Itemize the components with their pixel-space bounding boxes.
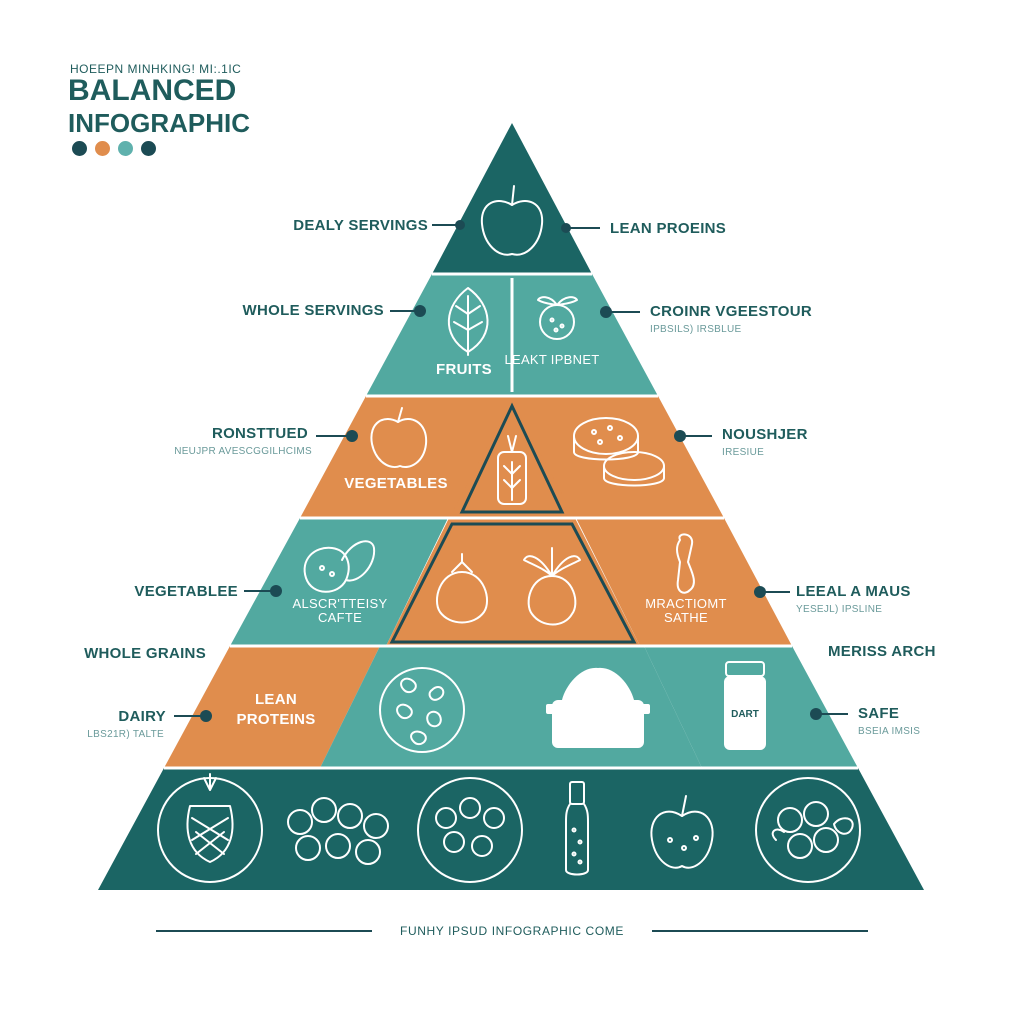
callout-title: LEAN PROEINS <box>610 220 726 237</box>
right-callouts: LEAN PROEINS CROINR VGEESTOUR IPBSILS) I… <box>561 220 936 737</box>
color-dot <box>72 141 87 156</box>
center-trapezoid-outline <box>389 522 637 644</box>
callout-sub: BSEIA IMSIS <box>858 726 920 737</box>
callout-title: LEEAL A MAUS <box>796 583 911 600</box>
label-mract-line1: MRACTIOMT <box>645 596 726 611</box>
berries-icon <box>287 797 389 865</box>
callout-title: VEGETABLEE <box>134 583 238 600</box>
apple-icon <box>480 185 544 256</box>
callout-sub: IRESIUE <box>722 447 764 458</box>
label-lean: LEAN <box>255 691 297 708</box>
berry-bowl-icon <box>755 777 861 883</box>
radish-icon <box>523 547 581 626</box>
callout-title: CROINR VGEESTOUR <box>650 303 812 320</box>
center-trapezoid <box>386 520 640 646</box>
callout-right-6: SAFE BSEIA IMSIS <box>810 705 920 737</box>
label-alscr-line1: ALSCR'TTEISY <box>293 596 388 611</box>
label-leaft: LEAKT IPBNET <box>504 352 599 367</box>
seeds-bowl-icon <box>417 777 523 883</box>
callout-left-3: RONSTTUED NEUJPR AVESCGGILHCIMS <box>174 425 358 457</box>
callout-left-2: WHOLE SERVINGS <box>243 302 426 319</box>
callout-left-6: DAIRY LBS21R) TALTE <box>87 708 212 740</box>
apple-seed-icon <box>650 795 714 869</box>
label-proteins: PROTEINS <box>236 711 315 728</box>
tier-5-mid-left <box>320 646 512 768</box>
center-triangle-outline <box>459 402 565 514</box>
callout-sub: NEUJPR AVESCGGILHCIMS <box>174 446 312 457</box>
jar-icon <box>724 661 766 750</box>
header-color-dots <box>72 141 156 156</box>
color-dot <box>141 141 156 156</box>
footer-text: FUNHY IPSUD INFOGRAPHIC COME <box>400 924 624 938</box>
callout-right-5: MERISS ARCH <box>828 643 936 660</box>
label-mract-line2: SATHE <box>664 610 708 625</box>
tier-4-left <box>230 518 448 646</box>
callout-title: NOUSHJER <box>722 426 808 443</box>
header-title-line2: INFOGRAPHIC <box>68 108 250 138</box>
label-alscr-line2: CAFTE <box>318 610 362 625</box>
callout-title: WHOLE SERVINGS <box>243 302 384 319</box>
callout-sub: YESEJL) IPSLINE <box>796 604 882 615</box>
orange-fruit-icon <box>537 296 578 340</box>
bowl-icon <box>546 667 650 748</box>
tier-6-base <box>98 768 924 890</box>
apple-outline-icon <box>370 407 428 468</box>
callout-right-4: LEEAL A MAUS YESEJL) IPSLINE <box>754 583 911 615</box>
leaf-icon <box>447 287 489 356</box>
footer: FUNHY IPSUD INFOGRAPHIC COME <box>156 924 868 938</box>
tier-5-lean-proteins <box>164 646 380 768</box>
callout-right-3: NOUSHJER IRESIUE <box>674 426 808 458</box>
pea-pod-icon <box>303 540 376 593</box>
callout-right-1: LEAN PROEINS <box>561 220 726 237</box>
bone-icon <box>676 533 695 594</box>
callout-right-2: CROINR VGEESTOUR IPBSILS) IRSBLUE <box>600 303 812 335</box>
cookies-icon <box>573 417 665 487</box>
center-triangle <box>448 400 576 520</box>
callout-title: DAIRY <box>118 708 166 725</box>
header-title-line1: BALANCED <box>68 74 237 107</box>
color-dot <box>95 141 110 156</box>
pyramid <box>98 123 924 890</box>
pineapple-icon <box>157 773 263 883</box>
callout-left-4: VEGETABLEE <box>134 583 282 600</box>
label-fruits: FRUITS <box>436 361 492 378</box>
carrot-icon <box>497 435 527 505</box>
tier-4-right <box>576 518 792 646</box>
header-kicker: HOEEPN MINHKING! MI:.1IC <box>70 62 242 76</box>
bottle-icon <box>565 781 589 876</box>
callout-title: RONSTTUED <box>212 425 308 442</box>
label-dart: DART <box>731 709 759 720</box>
left-callouts: DEALY SERVINGS WHOLE SERVINGS RONSTTUED … <box>84 217 465 740</box>
callout-title: WHOLE GRAINS <box>84 645 206 662</box>
callout-sub: IPBSILS) IRSBLUE <box>650 324 742 335</box>
color-dot <box>118 141 133 156</box>
callout-left-5: WHOLE GRAINS <box>84 645 206 662</box>
label-vegetables: VEGETABLES <box>344 475 448 492</box>
callout-left-1: DEALY SERVINGS <box>293 217 465 234</box>
callout-title: DEALY SERVINGS <box>293 217 428 234</box>
callout-title: SAFE <box>858 705 899 722</box>
callout-sub: LBS21R) TALTE <box>87 729 164 740</box>
callout-title: MERISS ARCH <box>828 643 936 660</box>
tomato-icon <box>436 553 488 624</box>
spinach-bowl-icon <box>379 667 465 753</box>
tier-separators <box>164 272 858 770</box>
